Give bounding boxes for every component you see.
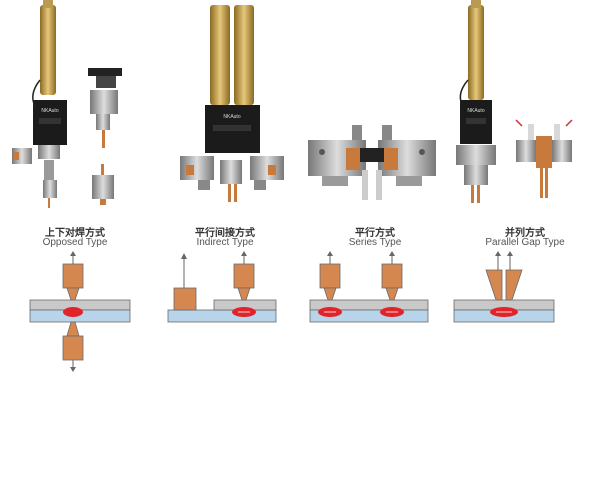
series-type-panel: 平行方式 Series Type <box>300 0 450 480</box>
series-type-label-en: Series Type <box>348 237 402 248</box>
indirect-weld-head-photo: NKAuto <box>180 5 284 202</box>
series-type-diagram <box>309 251 429 323</box>
opposed-weld-head-photo: NKAuto <box>12 0 122 208</box>
svg-text:NKAuto: NKAuto <box>41 108 58 114</box>
series-weld-head-photo <box>308 125 436 200</box>
opposed-type-panel: NKAuto 上下对焊方式 Opposed Type <box>0 0 150 480</box>
parallel-gap-type-label-cn: 并列方式 <box>505 228 545 239</box>
indirect-type-diagram <box>167 251 277 323</box>
parallel-gap-weld-head-photo: NKAuto <box>456 0 573 203</box>
svg-text:NKAuto: NKAuto <box>223 114 240 120</box>
opposed-type-diagram <box>29 251 131 372</box>
parallel-gap-type-panel: NKAuto 并列方式 Parallel Gap Type <box>450 0 600 480</box>
parallel-gap-type-diagram <box>453 251 555 323</box>
indirect-type-label-en: Indirect Type <box>196 237 254 248</box>
opposed-type-label-cn: 上下对焊方式 <box>45 228 105 239</box>
indirect-type-label-cn: 平行间接方式 <box>195 228 255 239</box>
parallel-gap-type-label-en: Parallel Gap Type <box>485 237 565 248</box>
series-type-label-cn: 平行方式 <box>355 228 395 239</box>
svg-text:NKAuto: NKAuto <box>467 108 484 114</box>
opposed-type-label-en: Opposed Type <box>42 237 108 248</box>
indirect-type-panel: NKAuto 平行间接方式 Indirect Type <box>150 0 300 480</box>
